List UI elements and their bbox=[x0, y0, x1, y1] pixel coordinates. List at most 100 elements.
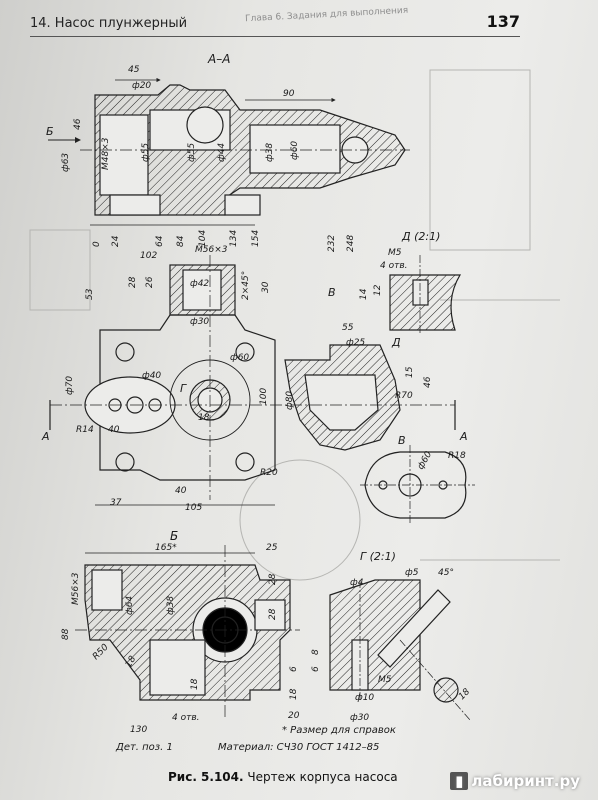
dim-r20: R20 bbox=[260, 468, 278, 478]
view-g-title: Г (2:1) bbox=[360, 550, 396, 563]
dim-f40: ф40 bbox=[142, 371, 161, 381]
dim-46b: 46 bbox=[423, 376, 433, 388]
dim-m56-b: М56×3 bbox=[71, 572, 81, 605]
dim-28a: 28 bbox=[268, 573, 278, 585]
dim-20: 20 bbox=[288, 711, 300, 721]
view-a-a-dimensions: 45 ф20 90 46 ф63 М48×3 ф55 ф55 ф44 ф38 ф… bbox=[46, 65, 356, 252]
dim-m56: М56×3 bbox=[195, 245, 228, 255]
mark-v: В bbox=[328, 286, 336, 299]
page-number: 137 bbox=[486, 12, 520, 31]
dim-f30: ф30 bbox=[190, 317, 209, 327]
dim-46: 46 bbox=[73, 118, 83, 130]
dim-15: 15 bbox=[405, 366, 415, 378]
dim-88: 88 bbox=[61, 628, 71, 640]
dim-f44: ф44 bbox=[217, 143, 227, 162]
dim-248: 248 bbox=[346, 235, 356, 252]
chapter-title: 14. Насос плунжерный bbox=[30, 16, 188, 31]
dim-25: 25 bbox=[266, 543, 278, 553]
dim-f38: ф38 bbox=[265, 143, 275, 162]
dim-6-g: 6 bbox=[311, 666, 321, 672]
mark-d: Д bbox=[391, 336, 401, 349]
dim-28b: 28 bbox=[268, 608, 278, 620]
dim-134: 134 bbox=[229, 230, 239, 247]
dim-45: 45 bbox=[128, 65, 140, 75]
dim-f60: ф60 bbox=[230, 353, 249, 363]
dim-r18: R18 bbox=[448, 451, 466, 461]
dim-55: 55 bbox=[342, 323, 354, 333]
mark-a-left: А bbox=[41, 430, 50, 443]
dim-154: 154 bbox=[251, 230, 261, 247]
dim-130: 130 bbox=[130, 725, 147, 735]
dim-14: 14 bbox=[359, 288, 369, 300]
view-a-a: А–А bbox=[48, 52, 410, 226]
dim-30: 30 bbox=[261, 281, 271, 293]
dim-f70: ф70 bbox=[65, 376, 75, 395]
dim-102: 102 bbox=[140, 251, 157, 261]
plan-view-dimensions: 102 М56×3 53 28 26 ф42 2×45° 30 ф30 ф60 … bbox=[41, 245, 468, 513]
dim-m5: М5 bbox=[388, 248, 402, 258]
view-b-title: Б bbox=[170, 529, 178, 543]
dim-m5-g: М5 bbox=[378, 675, 392, 685]
view-d-dimensions: М5 4 отв. 14 12 bbox=[359, 248, 408, 300]
material-note: Материал: СЧ30 ГОСТ 1412–85 bbox=[218, 742, 380, 753]
watermark-text: лабиринт.ру bbox=[471, 772, 580, 790]
dim-24: 24 bbox=[111, 235, 121, 247]
dim-f30-g: ф30 bbox=[350, 713, 369, 723]
dim-18: 18 bbox=[198, 413, 210, 423]
figure-label: Рис. 5.104. bbox=[168, 770, 244, 784]
dim-f20: ф20 bbox=[132, 81, 151, 91]
figure-caption: Рис. 5.104. Чертеж корпуса насоса bbox=[168, 770, 398, 784]
dim-165: 165* bbox=[155, 543, 177, 553]
dim-84: 84 bbox=[176, 235, 186, 247]
dim-f55b: ф55 bbox=[187, 143, 197, 162]
dim-18c: 18 bbox=[289, 688, 299, 700]
dim-64: 64 bbox=[155, 235, 165, 247]
dim-8: 8 bbox=[311, 649, 321, 655]
dim-12: 12 bbox=[373, 284, 383, 296]
dim-2x45: 2×45° bbox=[241, 271, 251, 300]
dim-53: 53 bbox=[85, 288, 95, 300]
dim-4-holes: 4 отв. bbox=[380, 261, 408, 271]
dim-f38-b: ф38 bbox=[166, 596, 176, 615]
dim-90: 90 bbox=[283, 89, 295, 99]
dim-6: 6 bbox=[289, 666, 299, 672]
view-v-title: В bbox=[398, 434, 406, 447]
watermark-logo-icon: ▮ bbox=[450, 772, 469, 790]
dim-r14: R14 bbox=[76, 425, 94, 435]
view-a-a-title: А–А bbox=[207, 52, 230, 66]
dim-r50: R50 bbox=[91, 642, 111, 662]
dim-f4: ф4 bbox=[350, 578, 364, 588]
mark-g: Г bbox=[180, 382, 187, 395]
dim-18b: 18 bbox=[190, 678, 200, 690]
dim-f60: ф60 bbox=[290, 141, 300, 160]
figure-title: Чертеж корпуса насоса bbox=[247, 770, 398, 784]
dim-f25: ф25 bbox=[346, 338, 365, 348]
dim-m48: М48×3 bbox=[101, 137, 111, 170]
drawing-notes: Дет. поз. 1 Материал: СЧ30 ГОСТ 1412–85 bbox=[116, 742, 421, 753]
mark-b-left: Б bbox=[46, 125, 54, 138]
dim-4-holes-b: 4 отв. bbox=[172, 713, 200, 723]
dim-45deg: 45° bbox=[438, 568, 454, 578]
dim-f42: ф42 bbox=[190, 279, 209, 289]
view-b: Б bbox=[75, 529, 300, 720]
dim-f60-v: ф60 bbox=[416, 450, 434, 472]
watermark: ▮лабиринт.ру bbox=[450, 772, 580, 790]
dim-f55a: ф55 bbox=[141, 143, 151, 162]
view-g: Г (2:1) bbox=[329, 550, 471, 721]
view-d: Д (2:1) bbox=[389, 230, 462, 335]
dim-f10: ф10 bbox=[355, 693, 374, 703]
bleed-through-drawing bbox=[29, 69, 560, 581]
dim-r70: R70 bbox=[395, 391, 413, 401]
dim-18-g: 18 bbox=[457, 687, 472, 702]
dim-232: 232 bbox=[327, 235, 337, 252]
dim-37: 37 bbox=[110, 498, 122, 508]
part-position: Дет. поз. 1 bbox=[116, 742, 173, 753]
dim-26: 26 bbox=[145, 276, 155, 288]
dim-f5: ф5 bbox=[405, 568, 419, 578]
dim-100: 100 bbox=[259, 388, 269, 405]
size-reference-note: * Размер для справок bbox=[282, 725, 396, 736]
dim-f64: ф64 bbox=[125, 596, 135, 615]
page-header: 14. Насос плунжерный 137 bbox=[30, 10, 520, 37]
